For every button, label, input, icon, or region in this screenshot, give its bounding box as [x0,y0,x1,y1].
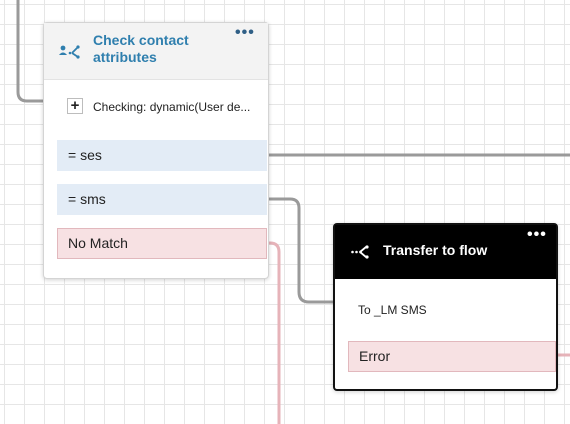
no-match-connector[interactable] [258,241,281,424]
block-header[interactable]: Transfer to flow ••• [335,225,556,279]
checking-row: + Checking: dynamic(User de... [67,97,267,117]
expand-plus-icon[interactable]: + [67,98,83,114]
block-title: Transfer to flow [383,242,488,258]
branch-sms[interactable]: = sms [57,184,267,215]
incoming-connector [16,0,44,103]
branch-icon [59,45,80,59]
more-options-icon[interactable]: ••• [235,24,255,41]
checking-label: Checking: dynamic(User de... [93,100,251,114]
branch-error[interactable]: Error [348,341,556,372]
more-options-icon[interactable]: ••• [527,226,547,243]
transfer-icon [351,245,369,259]
sms-connector[interactable] [258,197,335,304]
block-title: Check contact attributes [93,32,189,65]
branch-ses[interactable]: = ses [57,140,267,171]
check-contact-attributes-block[interactable]: Check contact attributes ••• + Checking:… [43,22,269,279]
transfer-to-flow-block[interactable]: Transfer to flow ••• To _LM SMS Error [333,223,558,391]
transfer-target-label: To _LM SMS [358,303,427,317]
branch-no-match[interactable]: No Match [57,228,267,259]
block-header[interactable]: Check contact attributes ••• [44,23,268,80]
